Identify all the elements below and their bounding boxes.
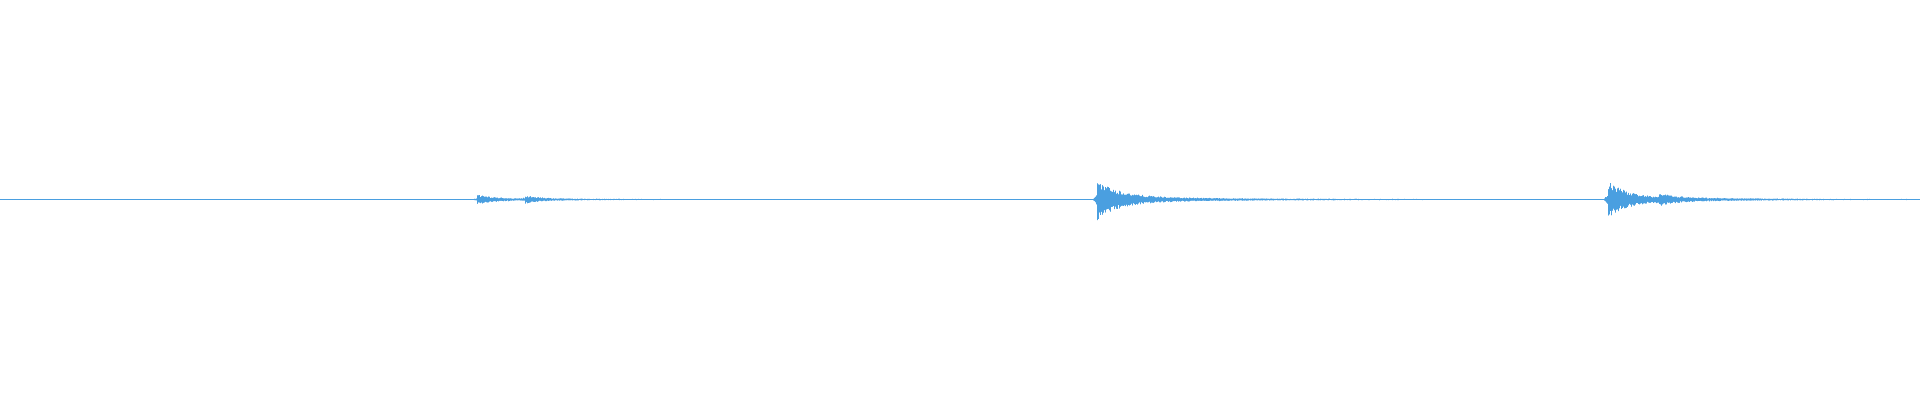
waveform-signal <box>0 183 1920 221</box>
